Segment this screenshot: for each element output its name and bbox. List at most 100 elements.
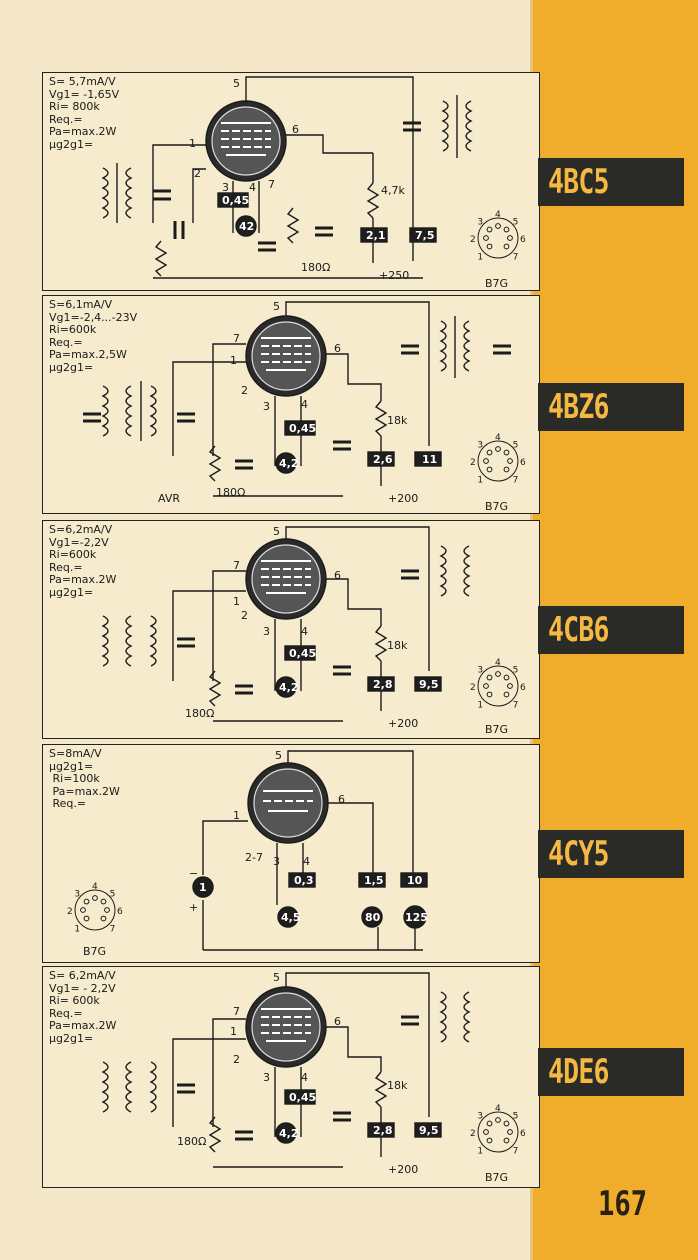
spec-line: Ri=600k bbox=[49, 323, 97, 337]
pin-1-label: 1 bbox=[230, 1025, 237, 1038]
capacitors bbox=[153, 189, 333, 252]
box-b-value: 11 bbox=[422, 453, 437, 466]
spec-line: Req.= bbox=[49, 335, 83, 349]
spec-line: S=8mA/V bbox=[49, 747, 102, 760]
base-pin-label: 2 bbox=[67, 907, 73, 917]
base-pin-hole bbox=[483, 235, 489, 241]
base-pin-hole bbox=[92, 895, 98, 901]
base-pin-hole bbox=[486, 466, 493, 473]
base-pin-label: 5 bbox=[513, 440, 519, 450]
box-a-value: 2,8 bbox=[373, 1124, 393, 1137]
spec-line: Vg1= - 2,2V bbox=[49, 981, 116, 995]
supply-voltage: +250 bbox=[379, 269, 409, 282]
supply-voltage: +200 bbox=[388, 717, 418, 730]
base-pin-label: 7 bbox=[513, 476, 519, 486]
pin-7-label: 7 bbox=[233, 332, 240, 345]
pin-2-7-label: 2-7 bbox=[245, 851, 263, 864]
base-pin-label: 7 bbox=[513, 253, 519, 263]
tube-label-4bc5: 4BC5 bbox=[538, 158, 684, 206]
schematic: 0,45 4,2 2,6 11 5 6 7 1 2 3 4 18k 180Ω +… bbox=[83, 300, 526, 513]
base-pin-hole bbox=[503, 1120, 510, 1127]
base-pin-label: 5 bbox=[513, 217, 519, 227]
base-pin-label: 6 bbox=[520, 1129, 526, 1139]
base-pin-hole bbox=[100, 898, 107, 905]
base-pin-hole bbox=[507, 683, 513, 689]
resistor-label: 18k bbox=[387, 639, 408, 652]
base-pin-hole bbox=[486, 226, 493, 233]
base-pin-hole bbox=[483, 458, 489, 464]
spec-line: S=6,1mA/V bbox=[49, 298, 113, 311]
heater-current: 4,2 bbox=[279, 681, 299, 694]
pin-3-label: 3 bbox=[263, 1071, 270, 1084]
grid-circle-value: 1 bbox=[199, 881, 207, 894]
base-pin-label: 1 bbox=[477, 1147, 483, 1157]
base-pin-label: 2 bbox=[470, 683, 476, 693]
cathode-resistor-label: 180Ω bbox=[301, 261, 330, 274]
box-b-value: 7,5 bbox=[415, 229, 435, 242]
base-diagram: B7G bbox=[477, 217, 519, 290]
pin-2-label: 2 bbox=[241, 384, 248, 397]
base-pin-label: 3 bbox=[477, 665, 483, 675]
spec-line: Ri= 800k bbox=[49, 100, 100, 114]
base-pin-hole bbox=[503, 674, 510, 681]
base-pin-label: 5 bbox=[513, 1111, 519, 1121]
heater-voltage-box bbox=[217, 192, 249, 208]
pin-1-label: 1 bbox=[230, 354, 237, 367]
pin-3-label: 3 bbox=[263, 400, 270, 413]
pin-2-label: 2 bbox=[233, 1053, 240, 1066]
pin-1-label: 1 bbox=[233, 809, 240, 822]
base-pin-label: 7 bbox=[513, 1147, 519, 1157]
tube-name: 4BZ6 bbox=[548, 387, 610, 427]
pin-5-label: 5 bbox=[233, 77, 240, 90]
pin-4-label: 4 bbox=[301, 398, 308, 411]
base-pin-hole bbox=[486, 674, 493, 681]
pin-4-label: 4 bbox=[249, 181, 256, 194]
box-b bbox=[409, 227, 437, 243]
base-pin-label: 3 bbox=[477, 1111, 483, 1121]
spec-line: Pa=max.2W bbox=[49, 784, 120, 798]
pin-6-label: 6 bbox=[334, 569, 341, 582]
base-pin-hole bbox=[486, 243, 493, 250]
base-pin-label: 6 bbox=[520, 235, 526, 245]
spec-line: S= 5,7mA/V bbox=[49, 75, 116, 88]
base-pin-label: 2 bbox=[470, 235, 476, 245]
spec-line: μg2g1= bbox=[49, 137, 94, 151]
tube-label-4bz6: 4BZ6 bbox=[538, 383, 684, 431]
spec-line: Ri=100k bbox=[49, 772, 100, 786]
spec-line: μg2g1= bbox=[49, 1031, 94, 1045]
pin-5-label: 5 bbox=[273, 300, 280, 313]
base-pin-label: 4 bbox=[495, 1104, 501, 1114]
spec-line: S=6,2mA/V bbox=[49, 523, 113, 536]
base-pin-hole bbox=[486, 691, 493, 698]
base-pin-hole bbox=[495, 223, 501, 229]
base-pin-label: 1 bbox=[477, 476, 483, 486]
base-pin-label: 2 bbox=[470, 1129, 476, 1139]
grid-lead bbox=[152, 144, 206, 223]
base-pin-label: 7 bbox=[513, 701, 519, 711]
base-pin-hole bbox=[507, 1129, 513, 1135]
pin-5-label: 5 bbox=[273, 971, 280, 984]
pin-4-label: 4 bbox=[301, 1071, 308, 1084]
heater-voltage: 0,3 bbox=[294, 874, 314, 887]
cathode-resistor-label: 180Ω bbox=[185, 707, 214, 720]
heater-voltage: 0,45 bbox=[289, 647, 316, 660]
base-pin-hole bbox=[483, 1129, 489, 1135]
base-type: B7G bbox=[83, 945, 106, 958]
tube-name: 4CY5 bbox=[548, 834, 610, 874]
tube-inner bbox=[211, 106, 281, 176]
tube-label-4cy5: 4CY5 bbox=[538, 830, 684, 878]
base-pin-label: 3 bbox=[477, 440, 483, 450]
base-pin-hole bbox=[503, 449, 510, 456]
pin-3-label: 3 bbox=[263, 625, 270, 638]
base-pin-label: 5 bbox=[110, 889, 116, 899]
heater-current: 4,2 bbox=[279, 457, 299, 470]
base-pin-hole bbox=[503, 226, 510, 233]
schematic: 1 − + 0,3 4,5 1,5 10 80 125 5 6 1 2-7 3 … bbox=[67, 749, 428, 958]
box-b-value: 9,5 bbox=[419, 1124, 439, 1137]
base-pin-hole bbox=[503, 243, 510, 250]
heater-current: 4,2 bbox=[279, 1127, 299, 1140]
spec-line: Req.= bbox=[49, 797, 87, 811]
